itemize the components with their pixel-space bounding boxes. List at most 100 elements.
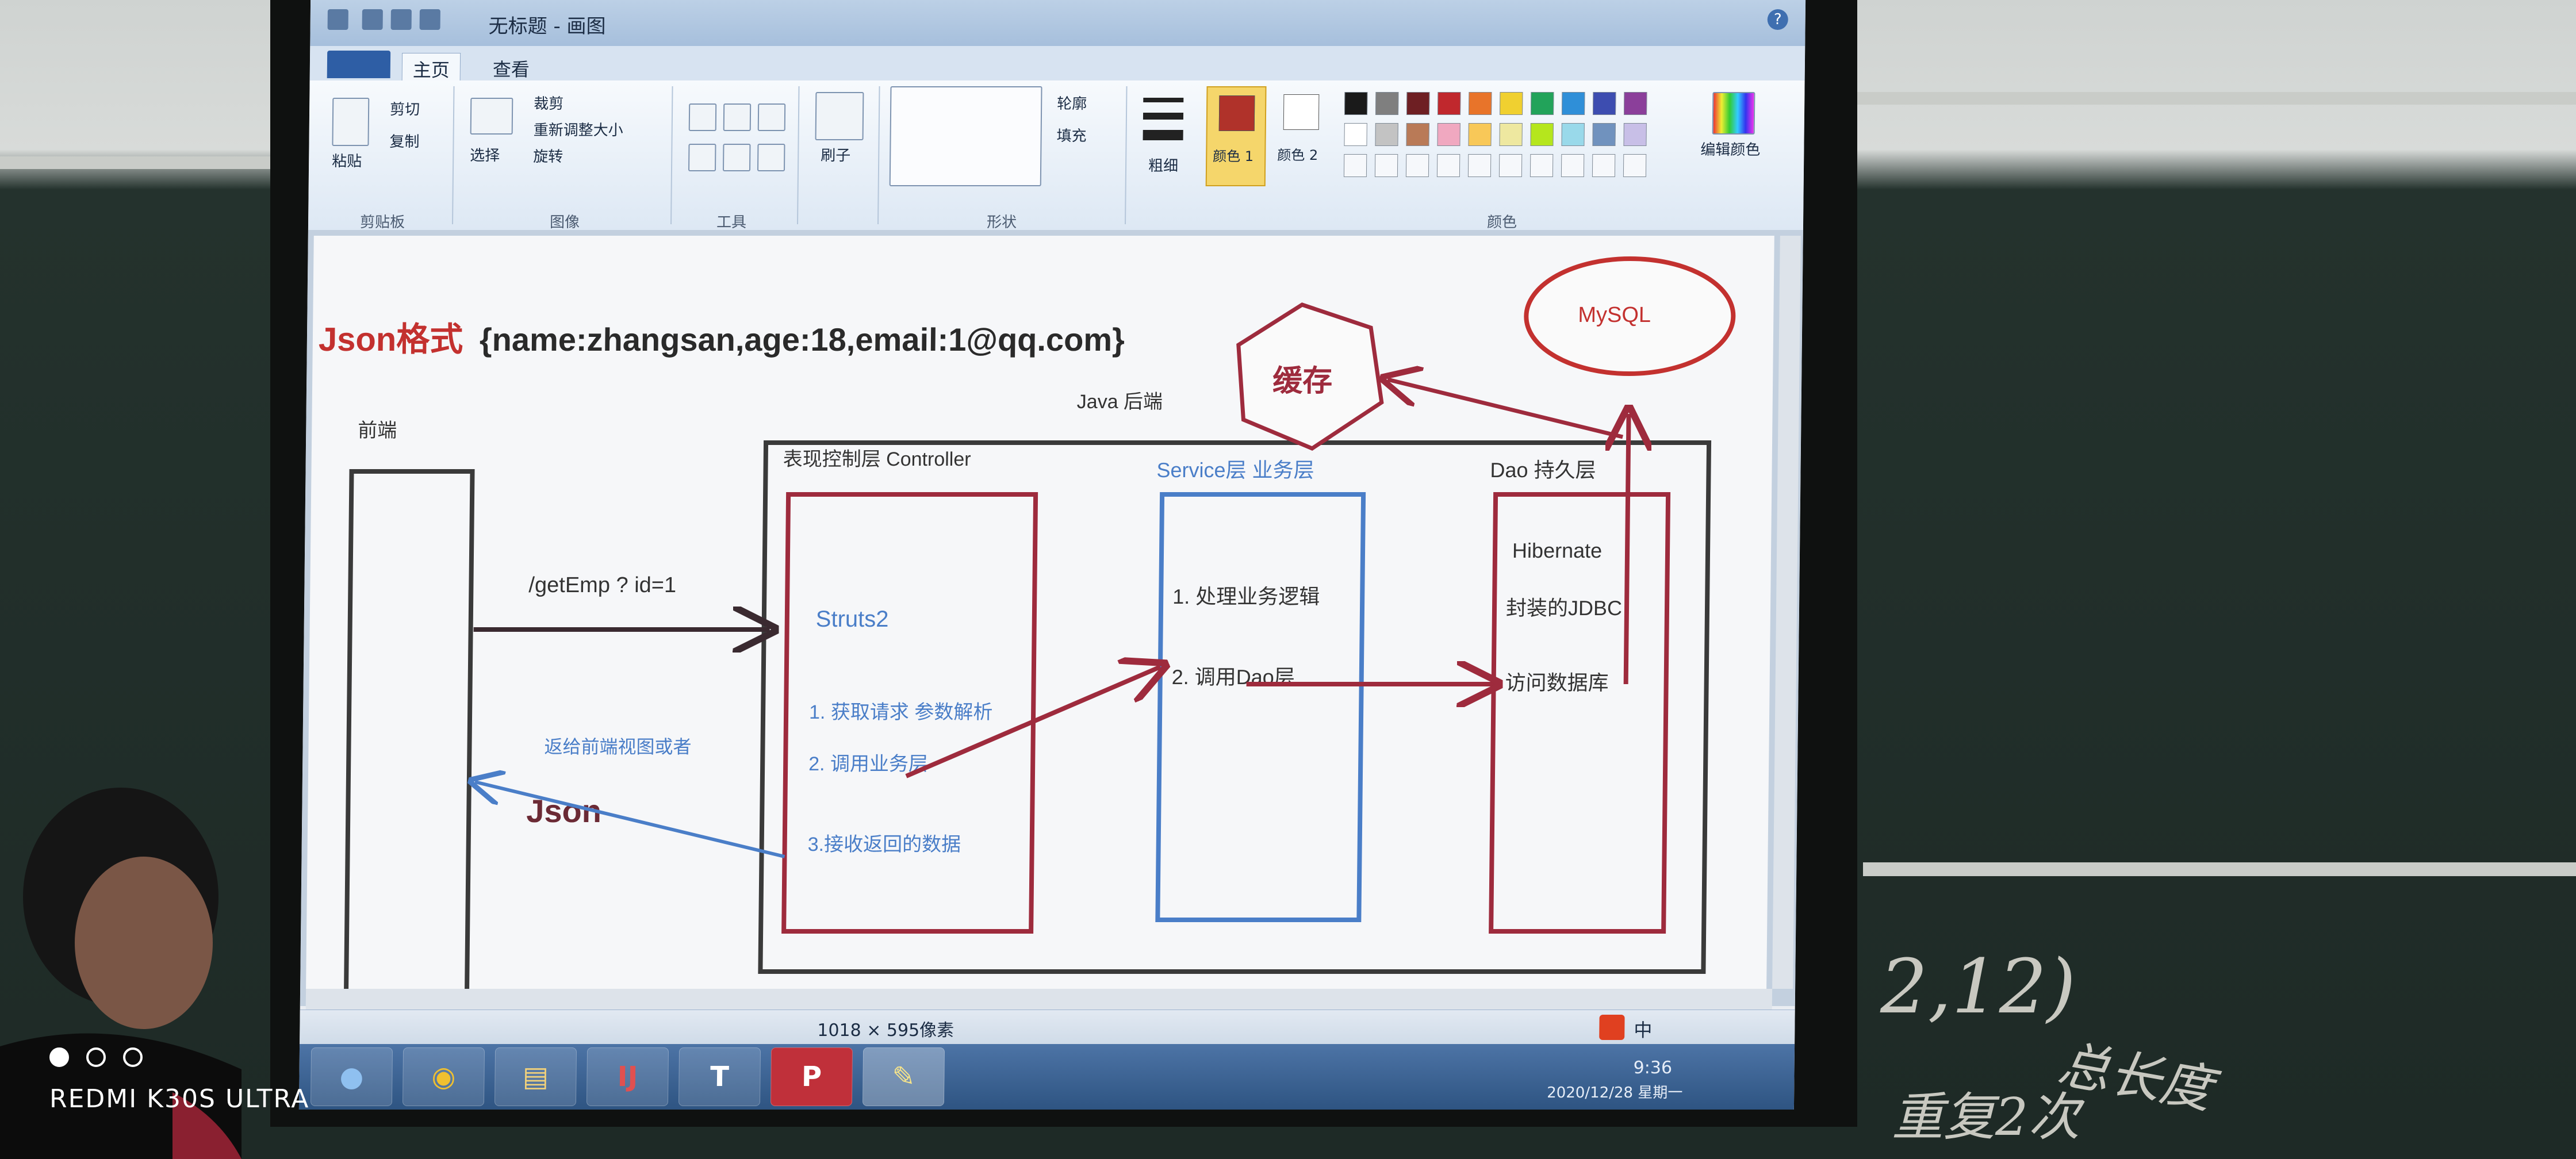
palette-color-swatch[interactable] — [1438, 92, 1461, 115]
palette-custom-swatch[interactable] — [1592, 154, 1616, 177]
explorer-taskbar-icon[interactable]: ▤ — [494, 1047, 577, 1106]
ctrl-to-service-arrow — [905, 667, 1160, 778]
paste-icon[interactable] — [332, 98, 370, 146]
palette-custom-swatch[interactable] — [1529, 154, 1554, 177]
tab-view[interactable]: 查看 — [492, 59, 530, 80]
mysql-ellipse — [1524, 256, 1736, 376]
palette-color-swatch[interactable] — [1530, 123, 1554, 146]
select-button[interactable]: 选择 — [470, 147, 500, 164]
rotate-button[interactable]: 旋转 — [533, 148, 564, 166]
palette-color-swatch[interactable] — [1500, 92, 1523, 115]
postman-taskbar-icon[interactable]: P — [770, 1047, 853, 1106]
ctrl-step-3: 3.接收返回的数据 — [808, 834, 961, 855]
cut-button[interactable]: 剪切 — [389, 101, 420, 118]
fill-bucket-icon[interactable] — [723, 103, 752, 131]
palette-color-swatch[interactable] — [1375, 123, 1398, 146]
outline-button[interactable]: 轮廓 — [1057, 95, 1087, 113]
palette-color-swatch[interactable] — [1375, 92, 1399, 115]
color1-label: 颜色 1 — [1213, 148, 1254, 164]
palette-color-swatch[interactable] — [1593, 92, 1616, 115]
intellij-taskbar-icon[interactable]: IJ — [586, 1047, 669, 1106]
service-label: Service层 业务层 — [1156, 458, 1314, 482]
clock-time[interactable]: 9:36 — [1633, 1058, 1673, 1078]
controller-label: 表现控制层 Controller — [783, 448, 971, 470]
palette-color-swatch[interactable] — [1624, 92, 1647, 115]
palette-color-swatch[interactable] — [1437, 123, 1460, 146]
paint-menu-button[interactable] — [327, 51, 391, 78]
brushes-button[interactable]: 刷子 — [821, 147, 851, 164]
group-tools-label: 工具 — [716, 214, 747, 231]
shapes-gallery[interactable] — [889, 86, 1042, 186]
redo-icon[interactable] — [419, 9, 440, 30]
ime-mode-text[interactable]: 中 — [1634, 1019, 1653, 1041]
camera-dot — [86, 1047, 106, 1067]
palette-custom-swatch[interactable] — [1374, 154, 1398, 177]
sogou-ime-icon[interactable] — [1599, 1015, 1625, 1040]
palette-color-swatch[interactable] — [1406, 92, 1430, 115]
palette-custom-swatch[interactable] — [1623, 154, 1647, 177]
palette-color-swatch[interactable] — [1468, 123, 1492, 146]
fill-button[interactable]: 填充 — [1056, 128, 1087, 145]
palette-color-swatch[interactable] — [1531, 92, 1554, 115]
paint-app-icon[interactable] — [327, 9, 348, 30]
drawing-canvas[interactable]: Json格式 {name:zhangsan,age:18,email:1@qq.… — [306, 236, 1774, 1008]
color2-selector[interactable]: 颜色 2 — [1275, 86, 1328, 184]
frontend-box — [343, 469, 475, 1008]
copy-button[interactable]: 复制 — [389, 133, 420, 151]
typora-taskbar-icon[interactable]: T — [678, 1047, 761, 1106]
size-button[interactable]: 粗细 — [1148, 158, 1179, 175]
color1-swatch — [1218, 95, 1255, 131]
palette-custom-swatch[interactable] — [1343, 154, 1367, 177]
palette-color-swatch[interactable] — [1562, 92, 1585, 115]
separator — [1125, 86, 1128, 224]
palette-color-swatch[interactable] — [1344, 92, 1368, 115]
color1-selector[interactable]: 颜色 1 — [1205, 86, 1267, 186]
tab-home[interactable]: 主页 — [401, 53, 461, 85]
edit-colors-button[interactable]: 编辑颜色 — [1700, 141, 1761, 159]
save-icon[interactable] — [362, 9, 383, 30]
ctrl-step-2: 2. 调用业务层 — [808, 753, 928, 775]
undo-icon[interactable] — [390, 9, 412, 30]
crop-button[interactable]: 裁剪 — [534, 95, 564, 113]
help-icon[interactable]: ? — [1767, 9, 1788, 30]
resize-button[interactable]: 重新调整大小 — [533, 122, 623, 139]
palette-custom-swatch[interactable] — [1405, 154, 1429, 177]
palette-custom-swatch[interactable] — [1436, 154, 1460, 177]
palette-color-swatch[interactable] — [1592, 123, 1616, 146]
pencil-icon[interactable] — [688, 103, 717, 131]
return-label: 返给前端视图或者 — [544, 736, 691, 757]
palette-color-swatch[interactable] — [1499, 123, 1523, 146]
edit-colors-icon[interactable] — [1712, 92, 1755, 135]
camera-dot — [123, 1047, 143, 1067]
board-divider — [1863, 862, 2576, 876]
palette-custom-swatch[interactable] — [1498, 154, 1523, 177]
text-tool-icon[interactable] — [757, 103, 786, 131]
eraser-icon[interactable] — [688, 144, 716, 171]
struts-label: Struts2 — [816, 607, 889, 632]
dao-label: Dao 持久层 — [1490, 458, 1596, 482]
cache-label: 缓存 — [1272, 364, 1333, 398]
palette-custom-swatch[interactable] — [1467, 154, 1492, 177]
palette-color-swatch[interactable] — [1623, 123, 1647, 146]
brush-icon[interactable] — [815, 92, 864, 140]
size-line-thick — [1143, 130, 1183, 140]
palette-custom-swatch[interactable] — [1561, 154, 1585, 177]
chalk-note-repeat: 重复2次 — [1892, 1087, 2080, 1148]
color-picker-icon[interactable] — [722, 144, 751, 171]
to-cache-arrow — [1387, 379, 1624, 439]
clock-date[interactable]: 2020/12/28 星期一 — [1547, 1084, 1683, 1102]
palette-color-swatch[interactable] — [1406, 123, 1429, 146]
paste-label[interactable]: 粘贴 — [332, 153, 362, 170]
start-button[interactable]: ● — [310, 1047, 393, 1106]
dao-hibernate: Hibernate — [1512, 539, 1603, 562]
select-icon[interactable] — [470, 98, 513, 135]
palette-color-swatch[interactable] — [1561, 123, 1585, 146]
palette-color-swatch[interactable] — [1344, 123, 1367, 146]
chrome-taskbar-icon[interactable]: ◉ — [402, 1047, 485, 1106]
horizontal-scrollbar[interactable] — [305, 989, 1773, 1010]
palette-color-swatch[interactable] — [1469, 92, 1492, 115]
camera-watermark: REDMI K30S ULTRA — [49, 1084, 310, 1114]
magnifier-icon[interactable] — [757, 144, 785, 171]
paint-taskbar-icon[interactable]: ✎ — [862, 1047, 945, 1106]
title-json-format: Json格式 — [319, 321, 463, 358]
